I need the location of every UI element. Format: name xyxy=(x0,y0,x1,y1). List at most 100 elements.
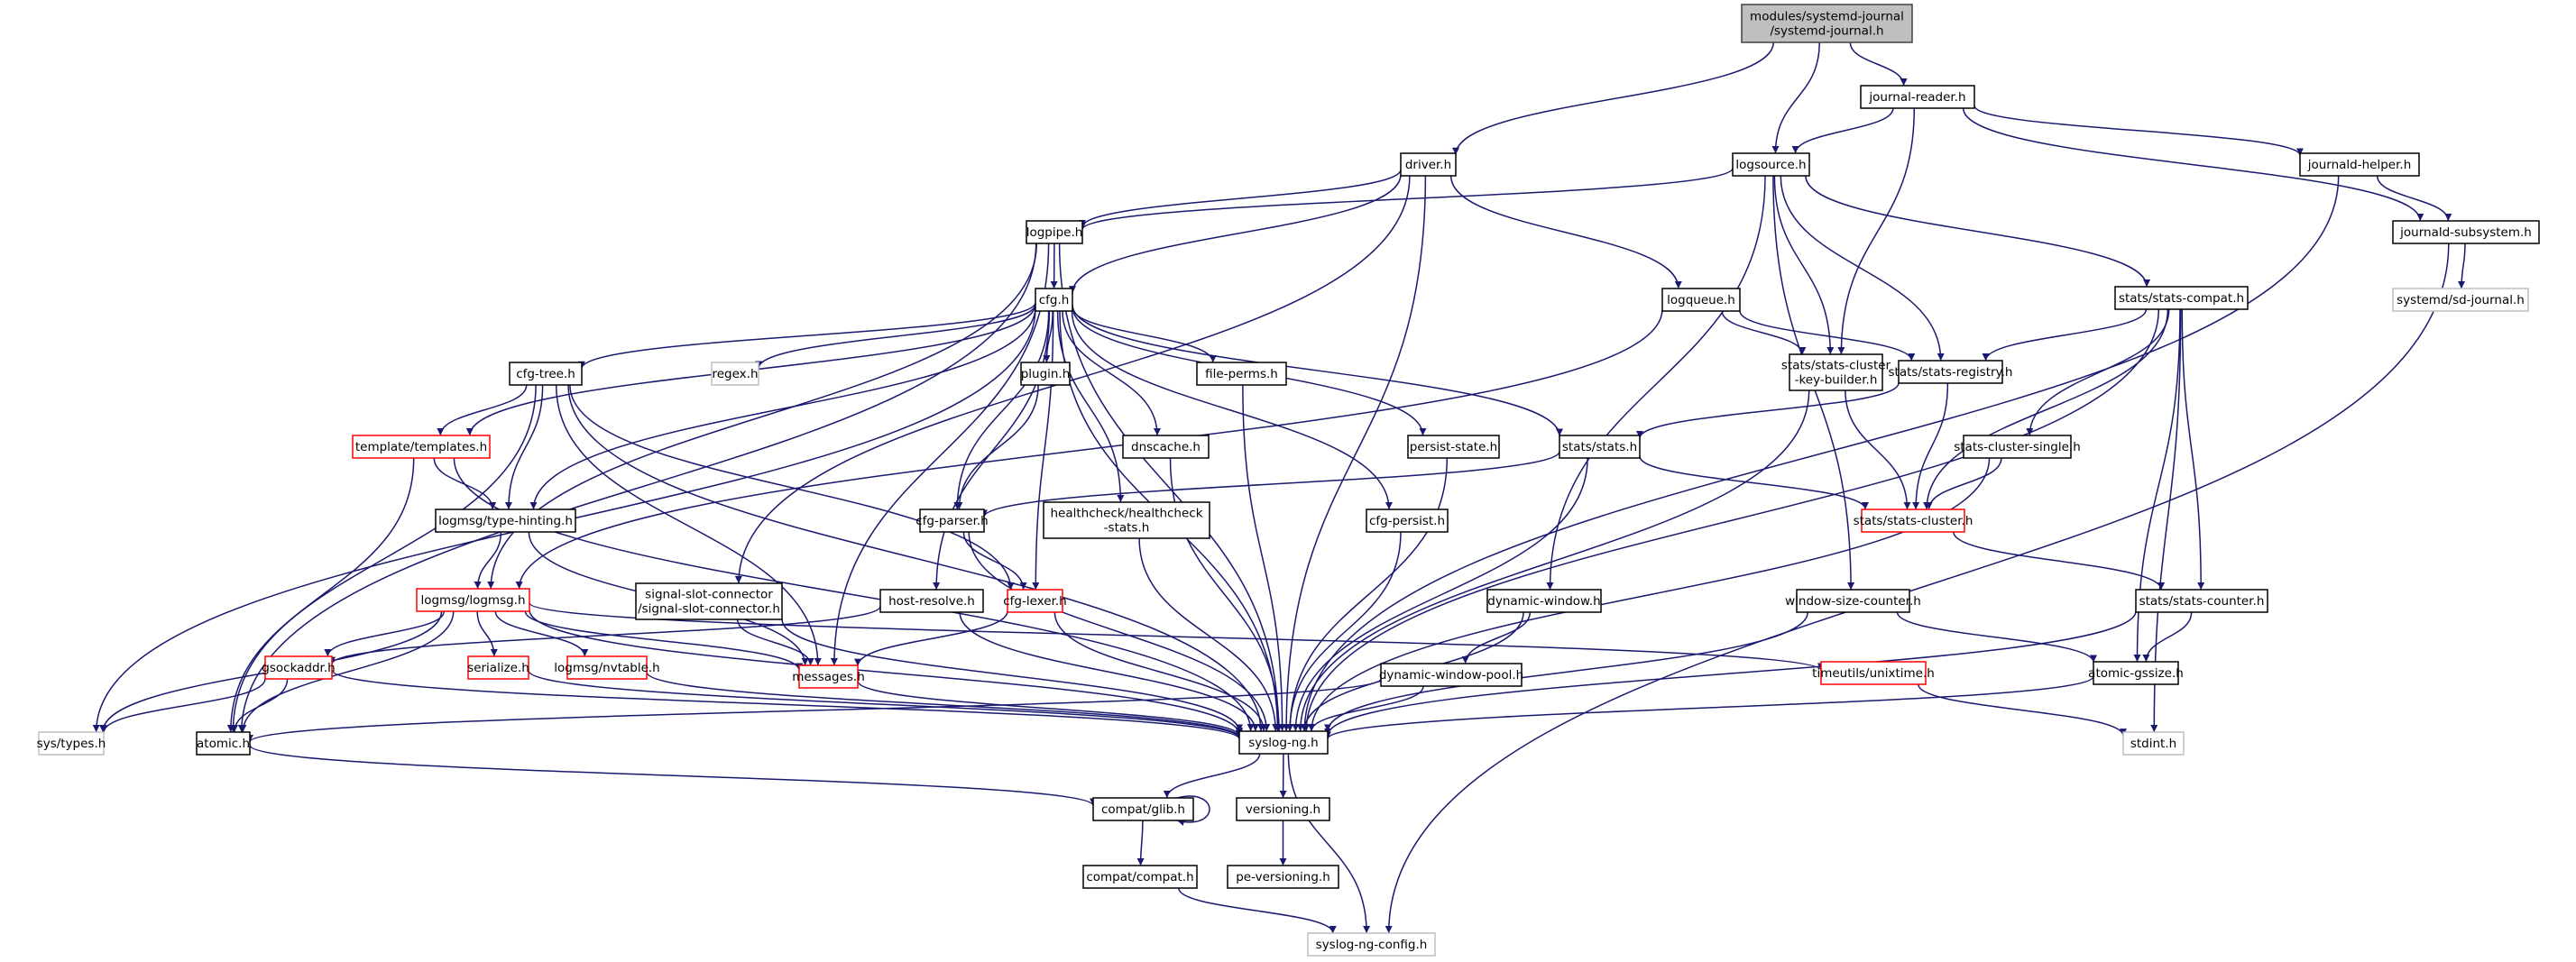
node-sd-journal[interactable]: systemd/sd-journal.h xyxy=(2392,288,2529,312)
edge-line xyxy=(2026,308,2170,436)
node-pe-versioning[interactable]: pe-versioning.h xyxy=(1227,865,1339,889)
edge-cfg-to-regex xyxy=(755,304,1036,369)
node-cfg[interactable]: cfg.h xyxy=(1035,288,1073,312)
node-logpipe[interactable]: logpipe.h xyxy=(1026,220,1083,244)
node-driver[interactable]: driver.h xyxy=(1400,152,1457,177)
edge-cfg-to-cfg-persist xyxy=(1071,310,1393,510)
edge-line xyxy=(1079,168,1734,230)
node-logqueue[interactable]: logqueue.h xyxy=(1661,288,1741,312)
edge-logpipe-to-atomic xyxy=(237,243,1037,733)
edge-stats-counter-to-syslog-ng xyxy=(1324,610,2137,736)
edge-signal-slot-to-messages xyxy=(736,618,814,666)
edge-line xyxy=(1163,753,1261,799)
node-box xyxy=(879,589,984,613)
edge-line xyxy=(1043,310,1053,363)
node-sys-types[interactable]: sys/types.h xyxy=(37,731,106,756)
node-label: stats/stats-counter.h xyxy=(2139,594,2265,609)
edge-atomic-to-compat-glib xyxy=(249,744,1097,807)
node-messages[interactable]: messages.h xyxy=(792,664,865,689)
edge-logpipe-to-syslog-ng xyxy=(1058,243,1283,732)
edge-line xyxy=(515,308,1663,590)
node-label: stats/stats-registry.h xyxy=(1889,365,2013,380)
node-type-hinting[interactable]: logmsg/type-hinting.h xyxy=(435,508,576,533)
node-box xyxy=(1661,288,1741,312)
node-host-resolve[interactable]: host-resolve.h xyxy=(879,589,984,613)
edge-line xyxy=(1771,41,1820,154)
node-syslog-ng-config[interactable]: syslog-ng-config.h xyxy=(1307,932,1436,957)
node-signal-slot[interactable]: signal-slot-connector/signal-slot-connec… xyxy=(635,582,783,620)
edge-messages-to-syslog-ng xyxy=(857,680,1243,737)
node-healthcheck[interactable]: healthcheck/healthcheck-stats.h xyxy=(1043,501,1210,539)
node-file-perms[interactable]: file-perms.h xyxy=(1196,362,1287,386)
node-label: gsockaddr.h xyxy=(262,661,335,675)
node-logmsg[interactable]: logmsg/logmsg.h xyxy=(416,588,530,612)
node-versioning[interactable]: versioning.h xyxy=(1236,797,1330,821)
node-journald-subsystem[interactable]: journald-subsystem.h xyxy=(2392,220,2540,244)
edge-line xyxy=(1805,175,2151,288)
node-cfg-persist[interactable]: cfg-persist.h xyxy=(1366,508,1449,533)
edge-line xyxy=(239,610,455,733)
node-cfg-lexer[interactable]: cfg-lexer.h xyxy=(1003,589,1067,613)
node-stdint[interactable]: stdint.h xyxy=(2122,731,2185,756)
edge-line xyxy=(1912,382,1949,510)
node-label: stats/stats.h xyxy=(1562,440,1637,454)
node-gsockaddr[interactable]: gsockaddr.h xyxy=(262,655,336,680)
node-window-size-counter[interactable]: window-size-counter.h xyxy=(1785,589,1921,613)
edge-cfg-tree-to-syslog-ng xyxy=(567,384,1265,732)
node-template[interactable]: template/templates.h xyxy=(352,435,491,459)
node-dynamic-window[interactable]: dynamic-window.h xyxy=(1486,589,1602,613)
edge-cfg-to-healthcheck xyxy=(1056,310,1125,503)
node-plugin[interactable]: plugin.h xyxy=(1020,362,1071,386)
node-unixtime[interactable]: timeutils/unixtime.h xyxy=(1812,661,1935,685)
edge-line xyxy=(555,384,822,666)
node-box xyxy=(1238,730,1329,755)
edge-line xyxy=(578,302,1036,369)
node-cfg-tree[interactable]: cfg-tree.h xyxy=(509,362,583,386)
node-box xyxy=(352,435,491,459)
node-syslog-ng[interactable]: syslog-ng.h xyxy=(1238,730,1329,755)
node-label: stats/stats-cluster xyxy=(1781,359,1891,373)
node-box xyxy=(1789,353,1883,391)
node-regex[interactable]: regex.h xyxy=(711,362,759,386)
node-stats-compat[interactable]: stats/stats-compat.h xyxy=(2114,286,2249,310)
edge-line xyxy=(1324,611,1808,732)
node-logsource[interactable]: logsource.h xyxy=(1732,152,1810,177)
node-dnscache[interactable]: dnscache.h xyxy=(1122,435,1210,459)
node-atomic-gssize[interactable]: atomic-gssize.h xyxy=(2088,661,2184,685)
node-box xyxy=(1026,220,1083,244)
edge-line xyxy=(1923,308,2169,510)
node-journald-helper[interactable]: journald-helper.h xyxy=(2299,152,2420,177)
edge-line xyxy=(755,304,1036,369)
node-stats-counter[interactable]: stats/stats-counter.h xyxy=(2135,589,2268,613)
node-serialize[interactable]: serialize.h xyxy=(467,655,529,680)
edge-logmsg-to-atomic xyxy=(239,610,455,733)
edge-root-to-logsource xyxy=(1771,41,1820,154)
edge-line xyxy=(1324,675,2094,740)
edge-cfg-to-dnscache xyxy=(1062,310,1161,436)
edge-line xyxy=(529,609,1243,735)
node-dynamic-window-pool[interactable]: dynamic-window-pool.h xyxy=(1379,663,1523,687)
node-stats-cluster-single[interactable]: stats-cluster-single.h xyxy=(1954,435,2081,459)
node-compat-glib[interactable]: compat/glib.h xyxy=(1092,797,1194,821)
node-box xyxy=(1400,152,1457,177)
node-journal-reader[interactable]: journal-reader.h xyxy=(1860,85,1975,109)
node-stats-registry[interactable]: stats/stats-registry.h xyxy=(1889,360,2013,384)
node-atomic[interactable]: atomic.h xyxy=(196,731,251,756)
edge-stats-registry-to-stats-cluster xyxy=(1912,382,1949,510)
edge-journald-helper-to-syslog-ng xyxy=(1301,175,2340,732)
node-compat-compat[interactable]: compat/compat.h xyxy=(1082,865,1198,889)
edge-gsockaddr-to-syslog-ng xyxy=(331,669,1243,740)
node-stats-cluster[interactable]: stats/stats-cluster.h xyxy=(1854,508,1973,533)
edge-plugin-to-cfg-parser xyxy=(955,384,1039,510)
node-cfg-parser[interactable]: cfg-parser.h xyxy=(915,508,989,533)
node-stats-cluster-key-builder[interactable]: stats/stats-cluster-key-builder.h xyxy=(1781,353,1891,391)
node-label: cfg.h xyxy=(1039,293,1070,307)
edge-line xyxy=(237,243,1037,733)
node-label: compat/glib.h xyxy=(1101,802,1185,817)
node-stats[interactable]: stats/stats.h xyxy=(1559,435,1641,459)
edge-window-size-counter-to-atomic-gssize xyxy=(1896,611,2097,663)
node-persist-state[interactable]: persist-state.h xyxy=(1407,435,1500,459)
node-label: -stats.h xyxy=(1104,521,1150,536)
node-label: modules/systemd-journal xyxy=(1750,10,1904,24)
node-nvtable[interactable]: logmsg/nvtable.h xyxy=(554,655,660,680)
